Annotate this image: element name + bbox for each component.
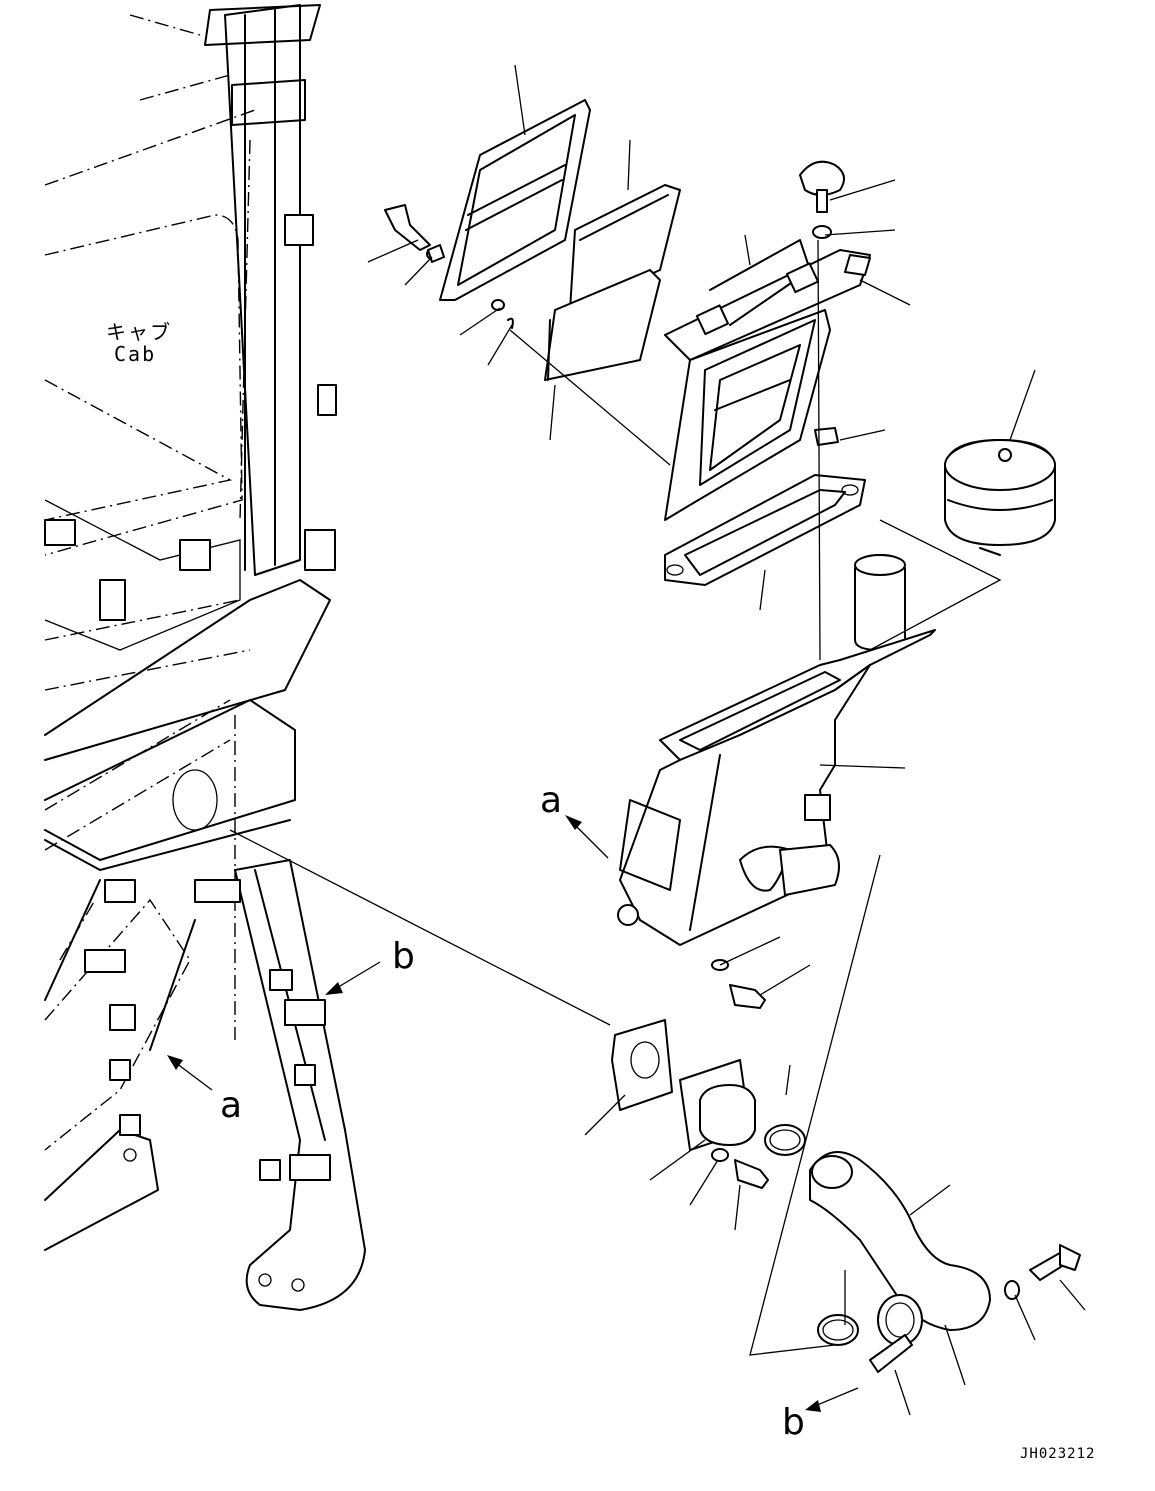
view-a-label-lower: a [220,1085,243,1126]
filter-element [544,184,681,381]
cab-label-japanese: キャブ [106,320,172,344]
long-bolt [1004,1244,1081,1300]
duct-bolt-washer [711,959,766,1009]
view-a-label-upper: a [540,780,563,821]
intake-hose [809,1151,991,1346]
drawing-code: JH023212 [1020,1446,1096,1462]
pre-cleaner [944,439,1056,556]
knob-bolt [799,160,845,239]
cab-label-english: Cab [114,342,157,366]
hose-clamp-upper [764,1124,806,1156]
filter-cover-frame [439,99,591,301]
plate-gasket [611,1019,673,1111]
hose-clamp-lower [817,1314,859,1346]
nut [814,427,839,446]
drain-pipe [869,1334,913,1373]
view-b-label-lower: b [782,1402,805,1443]
gasket [664,474,866,586]
leader-lines [229,64,1086,1416]
air-duct [617,554,936,946]
cab-frame [44,4,366,1311]
small-washers [491,299,514,329]
view-b-label-upper: b [392,936,415,977]
view-arrows [167,815,859,1412]
adapter-plate [679,1059,769,1189]
wing-nut [384,204,445,263]
